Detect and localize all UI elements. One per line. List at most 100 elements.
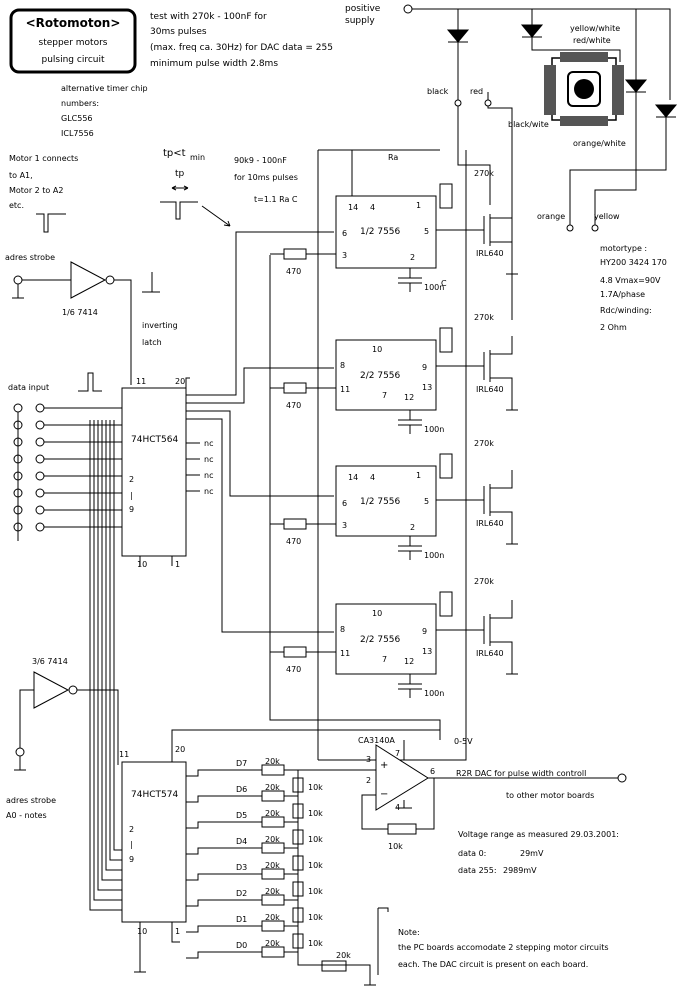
dac-r10k-label: 10k bbox=[308, 783, 323, 792]
timer-ic-name: 1/2 7556 bbox=[360, 497, 401, 507]
stepper-motor bbox=[544, 52, 624, 126]
out1-to-timer1 bbox=[186, 231, 334, 396]
voltage-data0-label: data 0: bbox=[458, 849, 486, 858]
dac-bit-wire bbox=[186, 847, 298, 855]
nc-1: nc bbox=[204, 439, 213, 448]
dac-r20k-label: 20k bbox=[265, 861, 280, 870]
capacitor-label: 100n bbox=[424, 551, 444, 560]
neg-pulse-symbol bbox=[36, 213, 66, 233]
motor-spec-4: 1.7A/phase bbox=[600, 290, 645, 299]
note-line-1: the PC boards accomodate 2 stepping moto… bbox=[398, 943, 609, 952]
wire-yellow: yellow bbox=[594, 212, 620, 221]
dac-r10k-label: 10k bbox=[308, 835, 323, 844]
resistor-470-label: 470 bbox=[286, 537, 301, 546]
data-input-terminal bbox=[35, 403, 45, 413]
timer-pin7: 7 bbox=[382, 391, 387, 400]
rc-note-1: 90k9 - 100nF bbox=[234, 156, 287, 165]
supply-rail bbox=[412, 8, 671, 100]
timer-pin10: 10 bbox=[372, 345, 382, 354]
dac-r10k-label: 10k bbox=[308, 809, 323, 818]
dac-bit-label: D1 bbox=[236, 915, 247, 924]
wire-red-white: red/white bbox=[573, 36, 611, 45]
capacitor-label: 100n bbox=[424, 425, 444, 434]
nc-2: nc bbox=[204, 455, 213, 464]
ic564-bar: | bbox=[130, 491, 133, 500]
motor-spec-3: 4.8 Vmax=90V bbox=[600, 276, 661, 285]
ic564-pin11: 11 bbox=[136, 377, 146, 386]
dac-r20k-label: 20k bbox=[265, 809, 280, 818]
dac-r20k bbox=[261, 946, 285, 958]
dac-r10k-label: 10k bbox=[308, 887, 323, 896]
header-note-1: test with 270k - 100nF for bbox=[150, 12, 267, 22]
voltage-note-title: Voltage range as measured 29.03.2001: bbox=[458, 830, 619, 839]
dac-r10k-label: 10k bbox=[308, 913, 323, 922]
timer-pin1: 1 bbox=[416, 201, 421, 210]
header-note-4: minimum pulse width 2.8ms bbox=[150, 59, 278, 69]
inverter-top bbox=[70, 261, 107, 299]
resistor-470 bbox=[283, 646, 307, 658]
c-label: C bbox=[441, 279, 447, 288]
timer-pin4: 4 bbox=[370, 473, 375, 482]
timer-ic-name: 2/2 7556 bbox=[360, 371, 401, 381]
latch-label-1: inverting bbox=[142, 321, 178, 330]
data-input-terminal bbox=[35, 471, 45, 481]
data-input-label: data input bbox=[8, 383, 49, 392]
opamp-wiring bbox=[298, 740, 618, 830]
dac-bit-label: D2 bbox=[236, 889, 247, 898]
dac-r20k-terminate bbox=[321, 960, 347, 972]
data-input-terminal bbox=[35, 437, 45, 447]
timer-pin5: 5 bbox=[424, 227, 429, 236]
voltage-data255-label: data 255: bbox=[458, 866, 497, 875]
mosfet-irl640 bbox=[436, 470, 518, 545]
timing-capacitor bbox=[398, 536, 422, 560]
timer-pin8: 8 bbox=[340, 361, 345, 370]
opamp-plus: + bbox=[380, 760, 388, 771]
motor-connect-1: Motor 1 connects bbox=[9, 154, 78, 163]
timer-ic-name: 1/2 7556 bbox=[360, 227, 401, 237]
timer-ic bbox=[335, 339, 437, 411]
pos-pulse-symbol bbox=[142, 272, 160, 293]
timing-resistor bbox=[439, 453, 453, 479]
dac-output-terminal bbox=[617, 773, 627, 783]
red-terminal bbox=[484, 99, 492, 107]
voltage-data255-value: 2989mV bbox=[503, 866, 537, 875]
motor-spec-1: motortype : bbox=[600, 244, 647, 253]
feedback-label: 10k bbox=[388, 842, 403, 851]
dac-bit-label: D0 bbox=[236, 941, 247, 950]
dac-bit-wire bbox=[186, 795, 298, 803]
note-line-2: each. The DAC circuit is present on each… bbox=[398, 960, 588, 969]
data-input-terminal bbox=[35, 454, 45, 464]
timing-capacitor bbox=[398, 410, 422, 434]
timer-pin12: 12 bbox=[404, 657, 414, 666]
timer-pin6: 6 bbox=[342, 229, 347, 238]
mosfet-label: IRL640 bbox=[476, 649, 504, 658]
dac-bit-wire bbox=[186, 951, 298, 959]
mosfet-irl640 bbox=[436, 600, 518, 675]
timer-ic bbox=[335, 603, 437, 675]
dac-r20k bbox=[261, 764, 285, 776]
data-input-terminal bbox=[35, 522, 45, 532]
timer-pin14: 14 bbox=[348, 203, 358, 212]
dac-bit-label: D3 bbox=[236, 863, 247, 872]
ic574-bottom-pins bbox=[139, 922, 180, 972]
supply-label-1: positive bbox=[345, 4, 381, 14]
ic564-pin20-wire bbox=[185, 377, 190, 388]
dac-r20k bbox=[261, 842, 285, 854]
strobe-top-wire bbox=[17, 279, 71, 298]
yellow-terminal bbox=[591, 224, 599, 232]
ic574-pin20-wire bbox=[171, 729, 441, 762]
wire-orange-white: orange/white bbox=[573, 139, 626, 148]
diode-4 bbox=[654, 104, 678, 118]
dac-bit-wire bbox=[186, 769, 298, 777]
timer-pin5: 5 bbox=[424, 497, 429, 506]
gate-7414-bottom: 3/6 7414 bbox=[32, 657, 68, 666]
motor-spec-2: HY200 3424 170 bbox=[600, 258, 667, 267]
motor-connect-2: to A1, bbox=[9, 171, 33, 180]
out2-to-timer2 bbox=[186, 367, 334, 404]
black-terminal bbox=[454, 99, 462, 107]
resistor-470 bbox=[283, 248, 307, 260]
timer-pin8: 8 bbox=[340, 625, 345, 634]
